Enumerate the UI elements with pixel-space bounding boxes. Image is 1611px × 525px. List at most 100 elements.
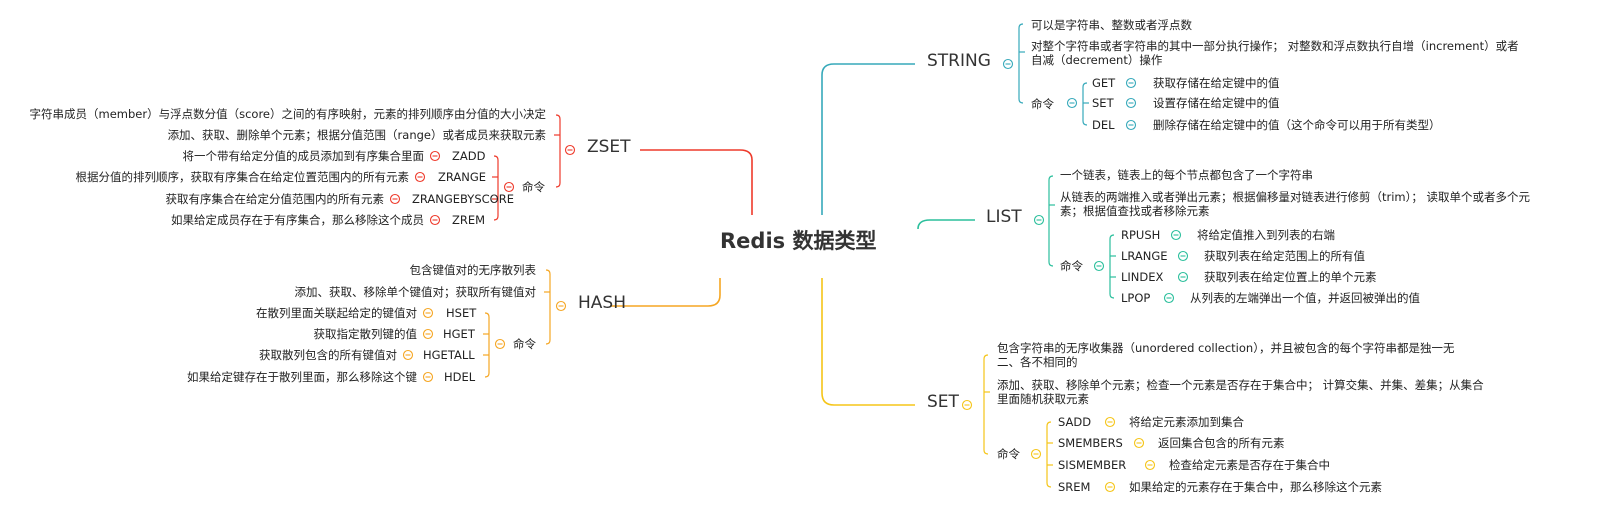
collapse-toggle-icon[interactable]: [1033, 214, 1045, 226]
set-cmd-name: SISMEMBER: [1058, 458, 1127, 472]
set-cmd-name: SMEMBERS: [1058, 436, 1123, 450]
string-cmd-name: SET: [1092, 96, 1114, 110]
hash-cmd-desc: 如果给定键存在于散列里面，那么移除这个键: [187, 370, 417, 384]
set-desc-1: 包含字符串的无序收集器（unordered collection），并且被包含的…: [997, 341, 1455, 369]
zset-cmd-name: ZRANGEBYSCORE: [412, 192, 514, 206]
collapse-toggle-icon[interactable]: [1104, 481, 1116, 493]
hash-branch-line: [610, 278, 721, 307]
collapse-toggle-icon[interactable]: [422, 371, 434, 383]
zset-topic: ZSET: [587, 137, 631, 157]
collapse-toggle-icon[interactable]: [1066, 97, 1078, 109]
hash-cmd-desc: 在散列里面关联起给定的键值对: [256, 306, 417, 320]
collapse-toggle-icon[interactable]: [1002, 58, 1014, 70]
string-desc-2: 对整个字符串或者字符串的其中一部分执行操作； 对整数和浮点数执行自增（incre…: [1031, 39, 1519, 67]
string-cmd-desc: 获取存储在给定键中的值: [1153, 76, 1280, 90]
collapse-toggle-icon[interactable]: [961, 399, 973, 411]
hash-cmd-desc: 获取指定散列键的值: [313, 327, 418, 341]
list-cmd-desc: 从列表的左端弹出一个值，并返回被弹出的值: [1190, 291, 1420, 305]
list-cmd-name: RPUSH: [1121, 228, 1161, 242]
set-cmd-desc: 检查给定元素是否存在于集合中: [1169, 458, 1330, 472]
zset-cmd-name: ZRANGE: [438, 170, 487, 184]
collapse-toggle-icon[interactable]: [494, 338, 506, 350]
zset-branch-line: [640, 149, 753, 215]
collapse-toggle-icon[interactable]: [1125, 77, 1137, 89]
collapse-toggle-icon[interactable]: [414, 171, 426, 183]
collapse-toggle-icon[interactable]: [555, 300, 567, 312]
hash-cmd-name: HGETALL: [423, 348, 475, 362]
bracket-line: [493, 155, 499, 221]
collapse-toggle-icon[interactable]: [564, 144, 576, 156]
root-topic: Redis 数据类型: [720, 229, 877, 253]
set-cmd-desc: 返回集合包含的所有元素: [1158, 436, 1285, 450]
list-desc-1: 一个链表，链表上的每个节点都包含了一个字符串: [1060, 168, 1313, 182]
zset-cmd-name: ZADD: [452, 149, 486, 163]
string-cmd-desc: 删除存储在给定键中的值（这个命令可以用于所有类型）: [1153, 118, 1441, 132]
zset-desc-1: 字符串成员（member）与浮点数分值（score）之间的有序映射，元素的排列顺…: [29, 107, 546, 121]
set-cmd-name: SADD: [1058, 415, 1092, 429]
set-topic: SET: [927, 392, 959, 412]
list-cmd-desc: 将给定值推入到列表的右端: [1197, 228, 1335, 242]
list-cmd-desc: 获取列表在给定位置上的单个元素: [1204, 270, 1377, 284]
set-desc-2: 添加、获取、移除单个元素；检查一个元素是否存在于集合中； 计算交集、并集、差集；…: [997, 378, 1484, 406]
bracket-line: [983, 354, 989, 455]
string-desc-1: 可以是字符串、整数或者浮点数: [1031, 18, 1192, 32]
zset-cmd-desc: 获取有序集合在给定分值范围内的所有元素: [165, 192, 385, 206]
collapse-toggle-icon[interactable]: [422, 307, 434, 319]
collapse-toggle-icon[interactable]: [1163, 292, 1175, 304]
zset-cmd-desc: 根据分值的排列顺序，获取有序集合在给定位置范围内的所有元素: [75, 170, 410, 184]
bracket-line: [1046, 421, 1052, 488]
collapse-toggle-icon[interactable]: [1125, 97, 1137, 109]
hash-topic: HASH: [578, 293, 626, 313]
collapse-toggle-icon[interactable]: [1144, 459, 1156, 471]
collapse-toggle-icon[interactable]: [1093, 260, 1105, 272]
list-desc-2: 从链表的两端推入或者弹出元素；根据偏移量对链表进行修剪（trim）； 读取单个或…: [1060, 190, 1531, 218]
list-cmd-name: LRANGE: [1121, 249, 1168, 263]
bracket-line: [545, 269, 551, 345]
list-cmd-desc: 获取列表在给定范围上的所有值: [1204, 249, 1365, 263]
zset-cmd-label: 命令: [522, 180, 545, 194]
hash-cmd-name: HSET: [446, 306, 477, 320]
set-cmd-name: SREM: [1058, 480, 1091, 494]
hash-desc-1: 包含键值对的无序散列表: [409, 263, 537, 277]
string-cmd-desc: 设置存储在给定键中的值: [1153, 96, 1280, 110]
list-cmd-label: 命令: [1060, 259, 1083, 273]
list-cmd-name: LPOP: [1121, 291, 1151, 305]
list-branch-line: [917, 219, 975, 230]
zset-desc-2: 添加、获取、删除单个元素；根据分值范围（range）或者成员来获取元素: [167, 128, 546, 142]
collapse-toggle-icon[interactable]: [389, 193, 401, 205]
collapse-toggle-icon[interactable]: [1177, 250, 1189, 262]
list-topic: LIST: [986, 207, 1022, 227]
list-cmd-name: LINDEX: [1121, 270, 1164, 284]
hash-cmd-label: 命令: [513, 337, 536, 351]
string-cmd-name: GET: [1092, 76, 1116, 90]
collapse-toggle-icon[interactable]: [1177, 271, 1189, 283]
zset-cmd-desc: 如果给定成员存在于有序集合，那么移除这个成员: [171, 213, 424, 227]
collapse-toggle-icon[interactable]: [422, 328, 434, 340]
collapse-toggle-icon[interactable]: [1133, 437, 1145, 449]
bracket-line: [484, 312, 490, 378]
collapse-toggle-icon[interactable]: [1104, 416, 1116, 428]
collapse-toggle-icon[interactable]: [1170, 229, 1182, 241]
set-cmd-desc: 将给定元素添加到集合: [1129, 415, 1244, 429]
hash-cmd-name: HDEL: [444, 370, 476, 384]
bracket-line: [1109, 234, 1115, 299]
set-cmd-desc: 如果给定的元素存在于集合中，那么移除这个元素: [1129, 480, 1382, 494]
bracket-line: [555, 114, 561, 188]
string-cmd-name: DEL: [1092, 118, 1115, 132]
bracket-line: [1082, 82, 1088, 126]
collapse-toggle-icon[interactable]: [429, 150, 441, 162]
set-branch-line: [821, 278, 915, 406]
hash-desc-2: 添加、获取、移除单个键值对；获取所有键值对: [294, 285, 537, 299]
collapse-toggle-icon[interactable]: [503, 181, 515, 193]
zset-cmd-name: ZREM: [452, 213, 486, 227]
zset-cmd-desc: 将一个带有给定分值的成员添加到有序集合里面: [182, 149, 425, 163]
collapse-toggle-icon[interactable]: [402, 349, 414, 361]
collapse-toggle-icon[interactable]: [1125, 119, 1137, 131]
bracket-line: [1018, 23, 1024, 104]
collapse-toggle-icon[interactable]: [429, 214, 441, 226]
string-topic: STRING: [927, 51, 991, 71]
collapse-toggle-icon[interactable]: [1030, 448, 1042, 460]
string-cmd-label: 命令: [1031, 97, 1054, 111]
bracket-line: [1048, 175, 1054, 267]
